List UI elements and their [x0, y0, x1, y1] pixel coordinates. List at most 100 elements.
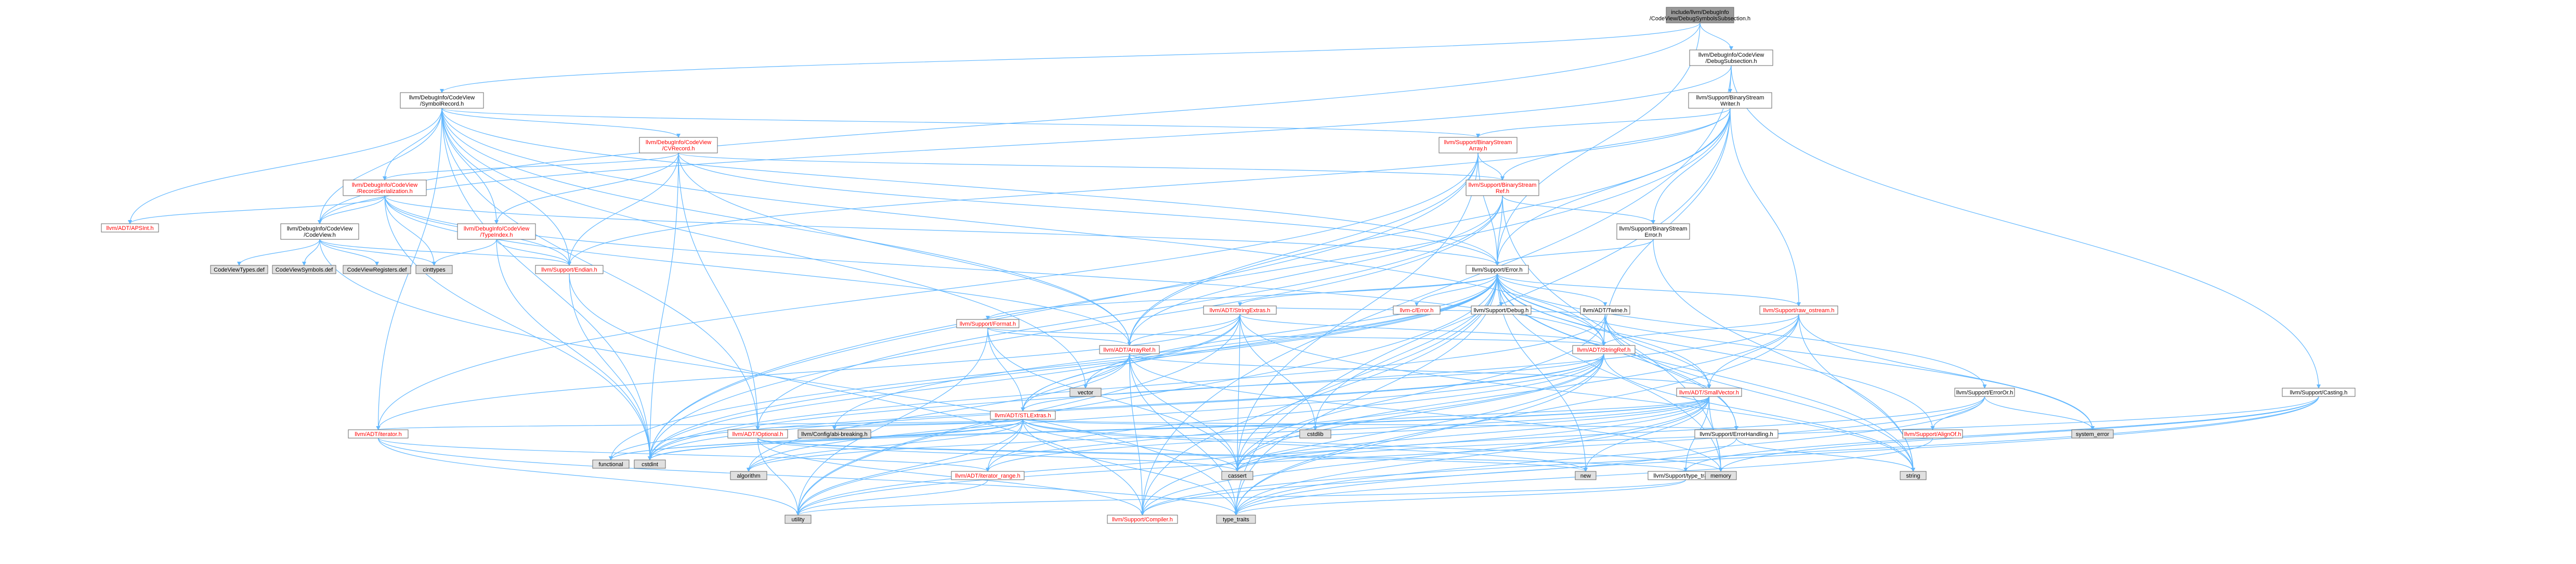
node-error[interactable]: llvm/Support/Error.h: [1466, 265, 1529, 274]
edge-bswriter-to-bsref: [1500, 108, 1731, 181]
node-typeindex[interactable]: llvm/DebugInfo/CodeView/TypeIndex.h: [457, 223, 536, 240]
node-cvrecord[interactable]: llvm/DebugInfo/CodeView/CVRecord.h: [639, 137, 718, 153]
edge-iterator-to-iterrange: [377, 438, 990, 472]
edge-symrec-to-apsint: [128, 108, 442, 224]
node-label-line: Writer.h: [1720, 101, 1740, 107]
edge-cvrecord-to-optional: [678, 152, 760, 430]
node-twine[interactable]: llvm/ADT/Twine.h: [1580, 305, 1630, 315]
edge-bswriter-to-arrayref: [1127, 108, 1731, 346]
node-errorhandling[interactable]: llvm/Support/ErrorHandling.h: [1694, 429, 1779, 439]
edge-smallvector-to-cassert: [1235, 396, 1710, 472]
edge-bsref-to-bserror: [1502, 195, 1655, 224]
edge-error-to-aligntof: [1497, 273, 1935, 430]
node-label-line: llvm/ADT/iterator_range.h: [955, 473, 1020, 479]
node-erroror[interactable]: llvm/Support/ErrorOr.h: [1954, 388, 2015, 397]
node-box: [101, 223, 159, 233]
node-label-line: new: [1580, 473, 1591, 479]
node-rawostream[interactable]: llvm/Support/raw_ostream.h: [1759, 305, 1838, 315]
edge-error-to-typetraits: [1234, 273, 1498, 516]
node-iterator[interactable]: llvm/ADT/iterator.h: [348, 429, 409, 439]
node-box: [1705, 471, 1737, 480]
node-stlextras[interactable]: llvm/ADT/STLExtras.h: [990, 411, 1056, 420]
edge-bsref-to-cstdint: [648, 195, 1503, 460]
node-label-line: llvm/ADT/StringExtras.h: [1210, 307, 1271, 314]
edge-stringref-to-utility: [796, 353, 1604, 516]
node-stringextras[interactable]: llvm/ADT/StringExtras.h: [1203, 305, 1277, 315]
edge-twine-to-cstdint: [648, 314, 1606, 460]
node-box: [1466, 265, 1529, 274]
node-label-line: llvm/DebugInfo/CodeView: [409, 95, 475, 101]
edge-stringref-to-compiler: [1140, 353, 1604, 516]
node-box: [343, 265, 411, 274]
node-label-line: llvm/ADT/STLExtras.h: [995, 413, 1051, 419]
edge-typeindex-to-cinttypes: [432, 239, 497, 266]
node-box: [1954, 388, 2015, 397]
node-stringref[interactable]: llvm/ADT/StringRef.h: [1572, 345, 1636, 354]
node-compiler[interactable]: llvm/Support/Compiler.h: [1107, 515, 1178, 524]
edge-symrec-to-stringref: [441, 108, 1606, 346]
node-box: [639, 137, 718, 153]
node-label-line: Ref.h: [1496, 188, 1509, 195]
node-format[interactable]: llvm/Support/Format.h: [956, 319, 1019, 328]
edge-stlextras-to-iterator: [376, 419, 1024, 430]
node-label-line: /SymbolRecord.h: [420, 101, 464, 107]
edge-typetraits_h-to-typetraits: [1234, 479, 1686, 516]
edge-error-to-compiler: [1140, 273, 1498, 516]
node-layer: include/llvm/DebugInfo/CodeView/DebugSym…: [101, 7, 2356, 524]
edge-error-to-format: [986, 273, 1498, 320]
edge-error-to-smallvector: [1497, 273, 1711, 389]
edge-rawostream-to-smallvector: [1707, 314, 1799, 389]
edge-symrec-to-arrayref: [441, 108, 1132, 346]
node-typetraits_h[interactable]: llvm/Support/type_traits.h: [1647, 471, 1724, 480]
node-root[interactable]: include/llvm/DebugInfo/CodeView/DebugSym…: [1650, 7, 1750, 23]
edge-smallvector-to-compiler: [1140, 396, 1710, 516]
node-codeview[interactable]: llvm/DebugInfo/CodeView/CodeView.h: [280, 223, 359, 240]
node-box: [1900, 471, 1927, 480]
edge-stringextras-to-stringref: [1239, 314, 1606, 346]
node-endian[interactable]: llvm/Support/Endian.h: [535, 265, 604, 274]
edge-symrec-to-vector: [441, 108, 1088, 389]
node-label-line: Error.h: [1644, 232, 1662, 238]
node-box: [1471, 305, 1532, 315]
node-casting[interactable]: llvm/Support/Casting.h: [2282, 388, 2356, 397]
node-label-line: llvm/ADT/Optional.h: [733, 431, 783, 438]
edge-twine-to-string: [1604, 314, 1915, 472]
node-memory: memory: [1705, 471, 1737, 480]
node-box: [2282, 388, 2356, 397]
edge-arrayref-to-memory: [1129, 353, 1723, 472]
edge-root-to-error: [1495, 22, 1701, 266]
edge-symrec-to-codeview: [318, 108, 442, 224]
edge-format-to-stringref: [987, 327, 1606, 346]
node-cerror[interactable]: llvm-c/Error.h: [1393, 305, 1441, 315]
node-box: [1221, 471, 1253, 480]
edge-stlextras-to-iterrange: [986, 419, 1024, 472]
node-box: [1666, 7, 1734, 23]
node-smallvector[interactable]: llvm/ADT/SmallVector.h: [1676, 388, 1742, 397]
node-label-line: llvm/Support/type_traits.h: [1653, 473, 1718, 479]
node-apsint[interactable]: llvm/ADT/APSInt.h: [101, 223, 159, 233]
edge-bsarray-to-iterator: [376, 152, 1479, 430]
edge-cvrecord-to-bsref: [678, 152, 1505, 181]
node-iterrange[interactable]: llvm/ADT/iterator_range.h: [951, 471, 1025, 480]
node-debugsub[interactable]: llvm/DebugInfo/CodeView/DebugSubsection.…: [1689, 49, 1773, 66]
node-cinttypes: cinttypes: [415, 265, 453, 274]
node-aligntof[interactable]: llvm/Support/AlignOf.h: [1902, 429, 1963, 439]
edge-twine-to-cassert: [1235, 314, 1606, 472]
node-optional[interactable]: llvm/ADT/Optional.h: [727, 429, 788, 439]
node-box: [634, 459, 666, 469]
node-box: [1572, 345, 1636, 354]
node-arrayref[interactable]: llvm/ADT/ArrayRef.h: [1099, 345, 1160, 354]
node-recser[interactable]: llvm/DebugInfo/CodeView/RecordSerializat…: [343, 180, 427, 196]
node-label-line: llvm/ADT/SmallVector.h: [1679, 390, 1739, 396]
node-box: [272, 265, 336, 274]
node-label-line: llvm/Support/ErrorHandling.h: [1699, 431, 1773, 438]
edge-smallvector-to-utility: [796, 396, 1710, 516]
edge-stringref-to-string: [1603, 353, 1915, 472]
node-debug[interactable]: llvm/Support/Debug.h: [1471, 305, 1532, 315]
node-symrec[interactable]: llvm/DebugInfo/CodeView/SymbolRecord.h: [400, 92, 484, 109]
